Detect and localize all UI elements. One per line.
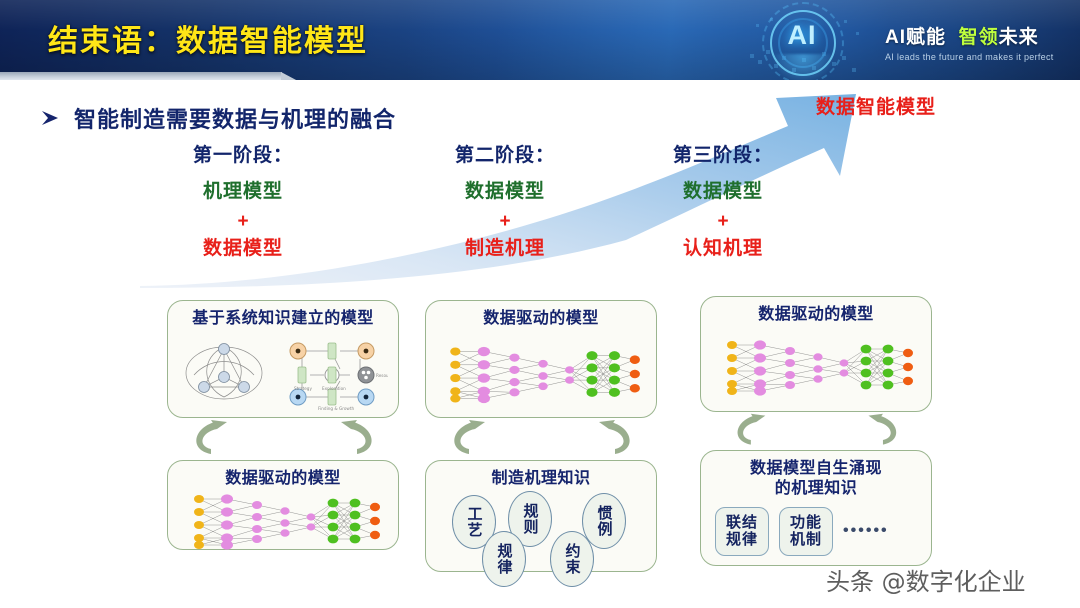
brand-slogan-lead: 智领 xyxy=(958,27,999,48)
cycle-arrows-3 xyxy=(700,412,932,450)
neural-network-figure xyxy=(194,494,380,550)
emergent-box-line1: 联结 xyxy=(726,514,759,531)
system-knowledge-graph-figure: Strategy Exploration Finding & Growth Re… xyxy=(185,342,396,411)
neural-network-figure xyxy=(450,346,640,404)
emergent-box-line2: 规律 xyxy=(726,531,759,549)
card-data-driven-model-3-top: 数据驱动的模型 xyxy=(700,296,932,412)
watermark: 头条 @数字化企业 xyxy=(826,568,1026,596)
card-system-knowledge-model: 基于系统知识建立的模型 xyxy=(167,300,399,418)
brand-slogan-future: 未来 xyxy=(998,27,1039,48)
stage-1-plus: + xyxy=(237,211,249,232)
ai-badge-label: AI xyxy=(787,20,817,50)
stage-column-2: 第二阶段： 数据模型 + 制造机理 xyxy=(390,140,620,260)
svg-text:Resource: Resource xyxy=(376,373,388,378)
stage-column-1: 第一阶段： 机理模型 + 数据模型 xyxy=(128,140,358,260)
ai-orb-graphic: AI xyxy=(756,0,848,80)
card-manufacturing-mechanism-knowledge: 制造机理知识 工艺 规则 惯例 规律 约束 xyxy=(425,460,657,587)
nn-figure-wrap-3 xyxy=(711,333,921,403)
stage-2-bottom-term: 制造机理 xyxy=(464,237,545,259)
emergent-box-connection-law: 联结 规律 xyxy=(715,507,770,556)
stage-column-3: 第三阶段： 数据模型 + 认知机理 xyxy=(608,140,838,260)
nn-figure-wrap-2 xyxy=(436,339,646,411)
stage-3-plus: + xyxy=(717,211,729,232)
card-3-bottom-title-line1: 数据模型自生涌现 xyxy=(749,460,882,477)
bullet-row: 智能制造需要数据与机理的融合 xyxy=(40,102,396,134)
ai-orb-glow xyxy=(772,54,834,80)
stage-2-plus: + xyxy=(499,211,511,232)
stage-1-title: 第一阶段： xyxy=(192,145,293,166)
knowledge-ellipse-label: 工艺 xyxy=(465,506,483,538)
chevron-right-bullet-icon xyxy=(40,108,60,128)
diagram-column-3: 数据驱动的模型 xyxy=(700,296,932,566)
knowledge-ellipse-label: 规律 xyxy=(495,543,513,575)
emergent-box-function-mechanism: 功能 机制 xyxy=(779,507,834,556)
knowledge-ellipse-convention: 惯例 xyxy=(582,493,626,549)
stage-3-title: 第三阶段： xyxy=(672,145,773,166)
slide-title: 结束语：数据智能模型 xyxy=(48,25,368,58)
bullet-label: 智能制造需要数据与机理的融合 xyxy=(74,107,397,132)
stage-2-title: 第二阶段： xyxy=(454,145,555,166)
card-1-top-title: 基于系统知识建立的模型 xyxy=(192,310,374,327)
card-data-driven-model-1: 数据驱动的模型 xyxy=(167,460,399,550)
card-1-bottom-title: 数据驱动的模型 xyxy=(225,470,341,487)
brand-slogan: AI赋能 智领未来 AI leads the future and makes … xyxy=(885,22,1075,62)
card-2-top-title: 数据驱动的模型 xyxy=(483,310,599,327)
svg-text:Finding & Growth: Finding & Growth xyxy=(318,406,354,411)
cycle-arrows-1 xyxy=(167,418,399,460)
stage-3-top-term: 数据模型 xyxy=(682,181,763,202)
svg-text:Exploration: Exploration xyxy=(322,386,346,391)
neural-network-figure xyxy=(727,340,913,396)
stage-1-top-term: 机理模型 xyxy=(202,181,283,202)
ai-orb-ring-outer xyxy=(762,2,844,80)
brand-slogan-ai: AI xyxy=(885,27,906,48)
stage-2-top-term: 数据模型 xyxy=(464,181,545,202)
stage-3-bottom-term: 认知机理 xyxy=(682,237,763,259)
stage-1-bottom-term: 数据模型 xyxy=(202,237,283,259)
peak-label: 数据智能模型 xyxy=(815,97,936,118)
header-sheen xyxy=(0,0,1080,80)
diagram-column-1: 基于系统知识建立的模型 xyxy=(167,300,399,550)
growth-arrow xyxy=(140,94,856,288)
brand-slogan-empower: 赋能 xyxy=(906,27,947,48)
card-3-bottom-title-line2: 的机理知识 xyxy=(774,480,858,497)
nn-figure-wrap-1 xyxy=(178,493,388,551)
card-data-driven-model-2-top: 数据驱动的模型 xyxy=(425,300,657,418)
cycle-arrows-icon xyxy=(454,420,630,454)
card-emergent-mechanism-knowledge: 数据模型自生涌现 的机理知识 联结 规律 功能 机制 •••••• xyxy=(700,450,932,566)
card-3-top-title: 数据驱动的模型 xyxy=(758,306,874,323)
knowledge-ellipse-label: 约束 xyxy=(563,543,581,575)
knowledge-ellipse-label: 规则 xyxy=(521,503,539,535)
card-2-bottom-title: 制造机理知识 xyxy=(491,470,591,487)
knowledge-ellipse-constraint: 约束 xyxy=(550,531,594,587)
knowledge-ellipse-law: 规律 xyxy=(482,531,526,587)
emergent-box-line2: 机制 xyxy=(790,531,823,549)
brand-slogan-en: AI leads the future and makes it perfect xyxy=(885,52,1054,62)
cycle-arrows-icon xyxy=(737,413,897,445)
emergent-knowledge-boxes-figure: 联结 规律 功能 机制 •••••• xyxy=(711,507,921,556)
slide-header: AI 结束语：数据智能模型 AI赋能 智领未来 AI leads the fut… xyxy=(0,0,1080,80)
cycle-arrows-2 xyxy=(425,418,657,460)
knowledge-ellipse-label: 惯例 xyxy=(595,505,613,537)
svg-text:Strategy: Strategy xyxy=(294,386,312,391)
cycle-arrows-icon xyxy=(196,420,372,454)
brand-slogan-cn: AI赋能 智领未来 xyxy=(885,22,1075,49)
diagram-column-2: 数据驱动的模型 xyxy=(425,300,657,587)
header-underbar xyxy=(0,72,298,80)
emergent-box-line1: 功能 xyxy=(790,514,823,531)
emergent-ellipsis: •••••• xyxy=(843,522,889,540)
knowledge-ellipses-figure: 工艺 规则 惯例 规律 约束 xyxy=(436,491,646,587)
